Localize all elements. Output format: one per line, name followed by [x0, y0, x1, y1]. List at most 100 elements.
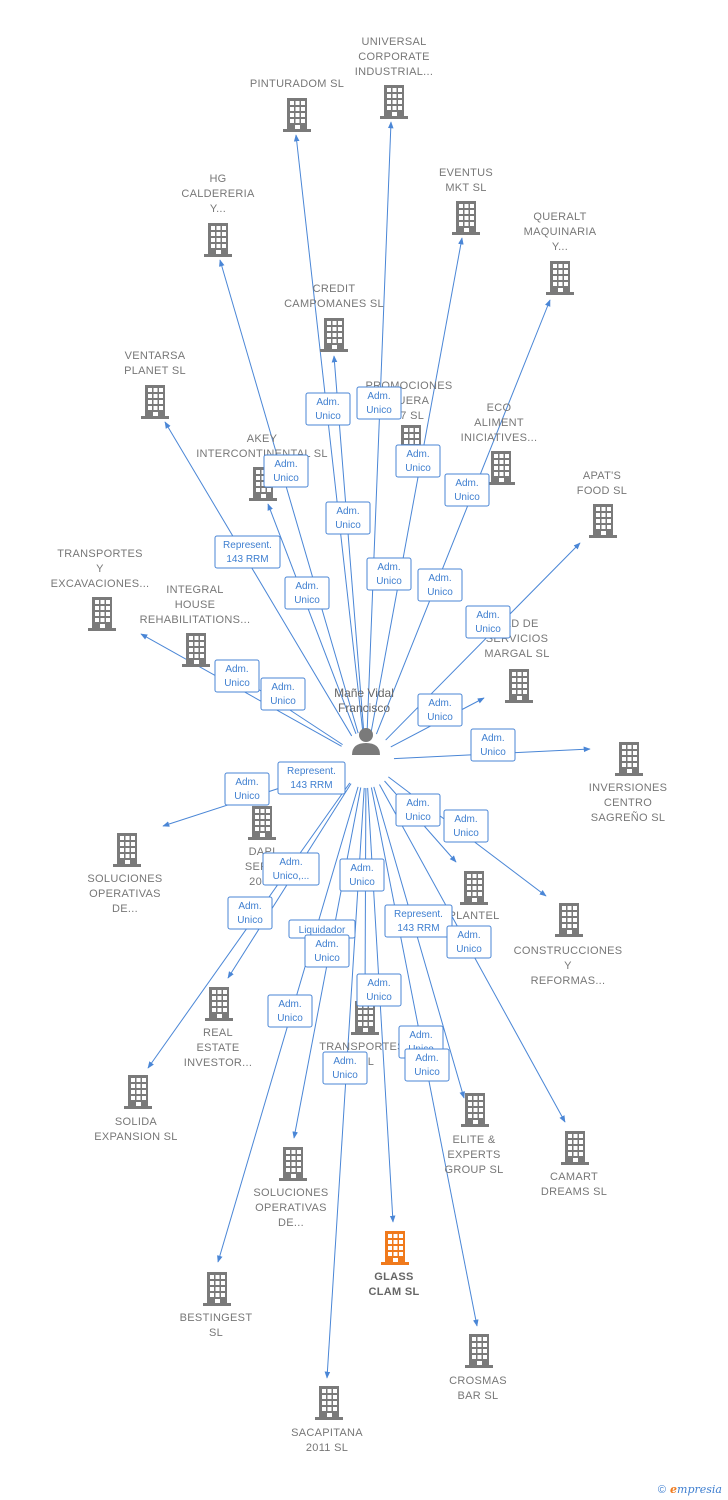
role-tag[interactable]: Adm.Unico [304, 934, 350, 968]
company-name-line: TRANSPORTES [319, 1041, 405, 1053]
relationship-edge [267, 503, 357, 735]
building-icon [113, 833, 141, 867]
role-tag[interactable]: Adm.Unico [263, 454, 309, 488]
company-name-line: CAMPOMANES SL [284, 298, 384, 310]
role-tag[interactable]: Adm.Unico [465, 605, 511, 639]
building-icon [487, 451, 515, 485]
role-tag-box [325, 501, 371, 535]
role-tag-text: Adm. [455, 478, 478, 489]
role-tag-box [356, 386, 402, 420]
role-tag[interactable]: Adm.Unico [322, 1051, 368, 1085]
role-tag-box [214, 535, 281, 569]
building-icon [465, 1334, 493, 1368]
role-tag[interactable]: Adm.Unico [214, 659, 260, 693]
role-tag[interactable]: Adm.Unico [366, 557, 412, 591]
role-tag[interactable]: Adm.Unico [470, 728, 516, 762]
role-tag[interactable]: Adm.Unico [446, 925, 492, 959]
role-tag[interactable]: Adm.Unico [444, 473, 490, 507]
company-name-line: CORPORATE [358, 51, 430, 63]
company-name-line: MAQUINARIA [524, 226, 597, 238]
role-tag[interactable]: Adm.Unico [224, 772, 270, 806]
role-tag[interactable]: Adm.Unico,... [262, 852, 320, 886]
role-tag[interactable]: Adm.Unico [339, 858, 385, 892]
company-node-construcciones[interactable]: CONSTRUCCIONESYREFORMAS... [514, 903, 623, 987]
role-tag[interactable]: Adm.Unico [325, 501, 371, 535]
role-tag-text: Unico [453, 828, 479, 839]
role-tag[interactable]: Adm.Unico [305, 392, 351, 426]
company-node-transportes_exc[interactable]: TRANSPORTESYEXCAVACIONES... [51, 548, 150, 631]
role-tag-text: Unico [349, 877, 375, 888]
company-name-line: INDUSTRIAL... [355, 66, 433, 78]
company-name-line: OPERATIVAS [89, 888, 161, 900]
role-tag[interactable]: Adm.Unico [284, 576, 330, 610]
brand-name: mpresia [677, 1483, 722, 1496]
company-node-soluciones1[interactable]: SOLUCIONESOPERATIVASDE... [87, 833, 162, 915]
company-name-line: INTEGRAL [166, 584, 223, 596]
company-name-line: INVESTOR... [184, 1057, 253, 1069]
role-tag-text: Adm. [278, 999, 301, 1010]
role-tag[interactable]: Adm.Unico [417, 568, 463, 602]
company-node-integral[interactable]: INTEGRALHOUSEREHABILITATIONS... [140, 584, 251, 667]
role-tag-text: Represent. [223, 540, 272, 551]
role-tag[interactable]: Liquidador [288, 919, 356, 939]
role-tag-text: Unico [224, 678, 250, 689]
role-tag-box [224, 772, 270, 806]
relationship-edge [370, 237, 464, 733]
role-tag-text: 143 RRM [290, 780, 332, 791]
building-icon [182, 633, 210, 667]
role-tag[interactable]: Adm.Unico [356, 973, 402, 1007]
role-tag[interactable]: Adm.Unico [395, 444, 441, 478]
role-tag-text: Unico [366, 992, 392, 1003]
role-tag-box [339, 858, 385, 892]
building-icon [452, 201, 480, 235]
role-tag[interactable]: Adm.Unico [395, 793, 441, 827]
role-tag-text: Adm. [238, 901, 261, 912]
role-tag[interactable]: Adm.Unico [404, 1048, 450, 1082]
role-tag[interactable]: Adm.Unico [443, 809, 489, 843]
role-tag-box [305, 392, 351, 426]
company-name-line: HOUSE [175, 599, 216, 611]
center-person[interactable]: Mañe Vidal Francisco [334, 686, 394, 755]
role-tag[interactable]: Adm.Unico [267, 994, 313, 1028]
relationship-edge [219, 259, 359, 734]
company-node-soluciones2[interactable]: SOLUCIONESOPERATIVASDE... [253, 1147, 328, 1229]
company-node-universal[interactable]: UNIVERSALCORPORATEINDUSTRIAL... [355, 36, 433, 119]
company-node-queralt[interactable]: QUERALTMAQUINARIAY... [524, 211, 597, 295]
company-node-pinturadom[interactable]: PINTURADOM SL [250, 78, 344, 132]
role-tag[interactable]: Represent.143 RRM [384, 904, 453, 938]
role-tag-box [267, 994, 313, 1028]
building-icon [88, 597, 116, 631]
brand-footer: ©empresia [658, 1483, 722, 1496]
role-tag[interactable]: Adm.Unico [417, 693, 463, 727]
role-tag-text: Liquidador [299, 925, 346, 936]
company-name-line: EXCAVACIONES... [51, 578, 150, 590]
role-tag-box [444, 473, 490, 507]
company-node-realestate[interactable]: REALESTATEINVESTOR... [184, 987, 253, 1069]
building-icon [205, 987, 233, 1021]
role-tag-text: Adm. [406, 798, 429, 809]
company-node-eco[interactable]: ECOALIMENTINICIATIVES... [461, 402, 538, 485]
role-tag[interactable]: Adm.Unico [356, 386, 402, 420]
role-tag[interactable]: Adm.Unico [260, 677, 306, 711]
role-tag[interactable]: Adm.Unico [227, 896, 273, 930]
role-tag-text: Unico,... [273, 871, 310, 882]
role-tag-text: Adm. [415, 1053, 438, 1064]
company-name-line: QUERALT [533, 211, 586, 223]
role-tag-box [304, 934, 350, 968]
role-tag[interactable]: Represent.143 RRM [214, 535, 281, 569]
company-name-line: EVENTUS [439, 167, 493, 179]
role-tag[interactable]: Represent.143 RRM [277, 761, 346, 795]
company-node-hg[interactable]: HGCALDERERIAY... [181, 173, 255, 257]
